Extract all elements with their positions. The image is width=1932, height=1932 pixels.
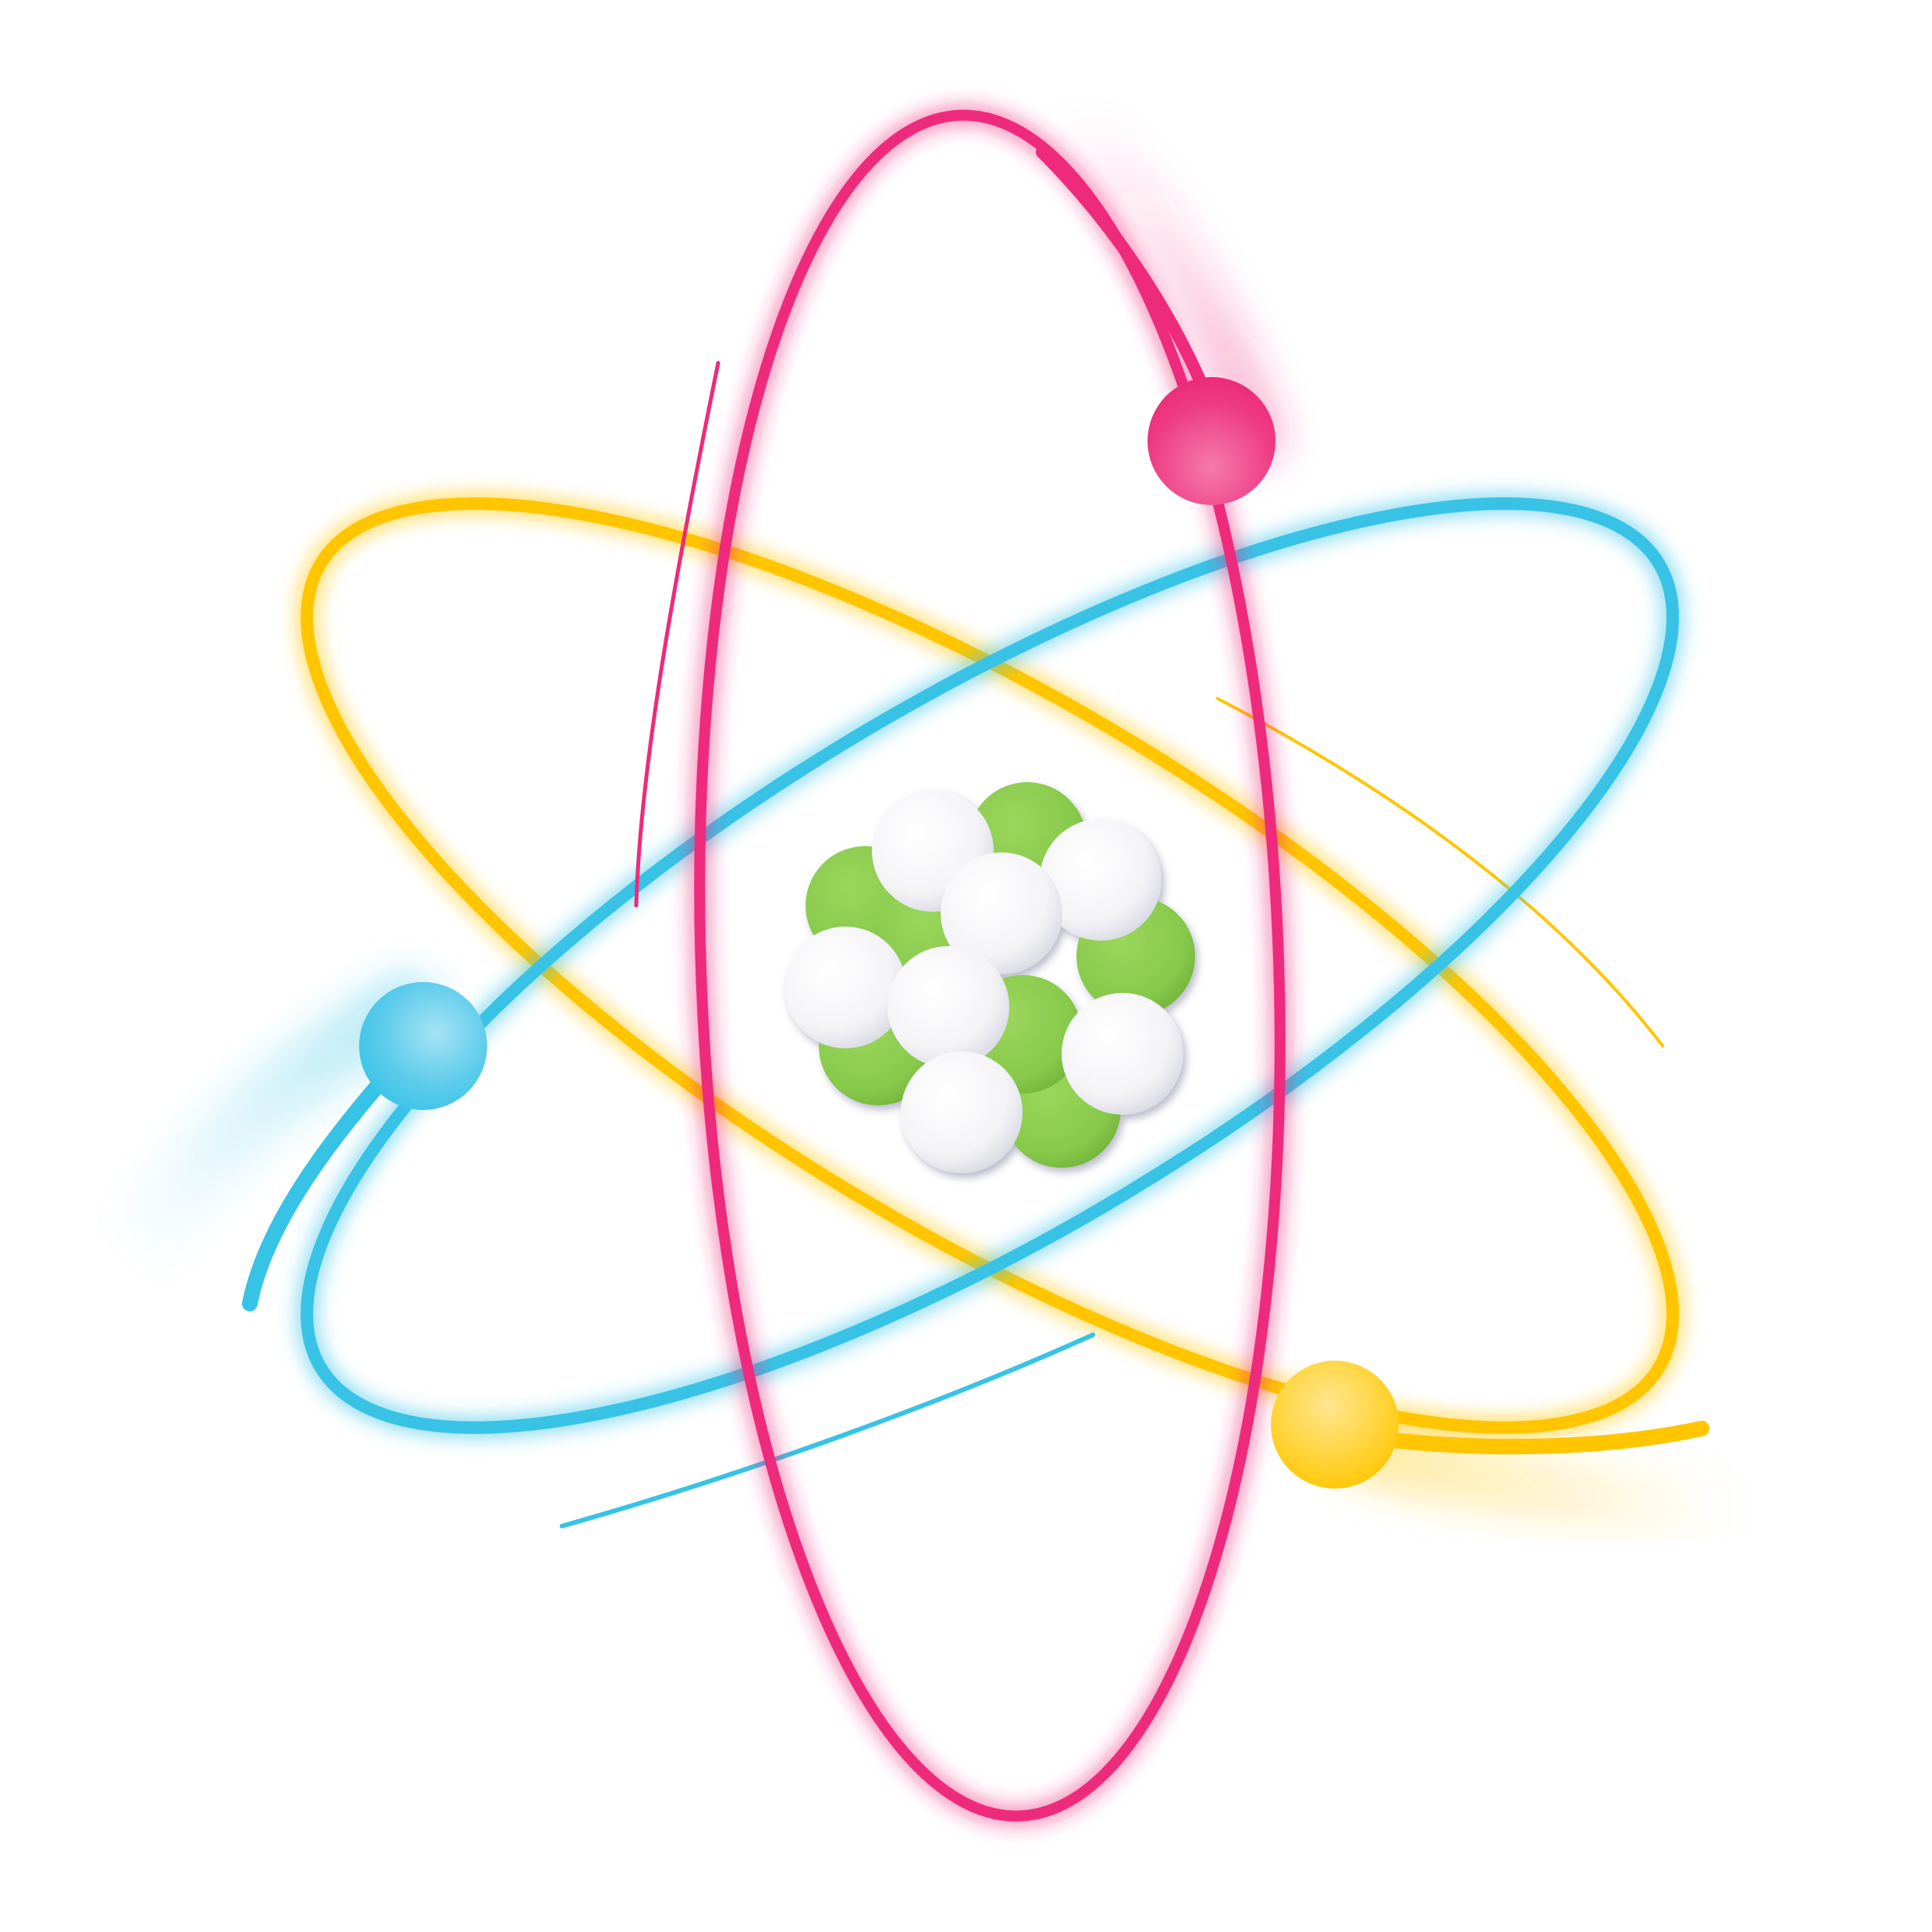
neutron	[901, 1051, 1023, 1173]
neutron	[1062, 993, 1183, 1115]
neutron	[941, 852, 1062, 974]
neutron	[1040, 819, 1162, 941]
neutron	[785, 927, 906, 1048]
yellow-electron	[1271, 1361, 1399, 1489]
nucleus	[785, 782, 1195, 1173]
yellow-orbit	[301, 497, 1679, 1434]
cyan-electron	[359, 982, 487, 1110]
cyan-orbit	[301, 497, 1679, 1528]
neutron	[888, 946, 1009, 1068]
pink-electron	[1147, 377, 1276, 505]
yellow-electron-trail	[1339, 1417, 1768, 1546]
